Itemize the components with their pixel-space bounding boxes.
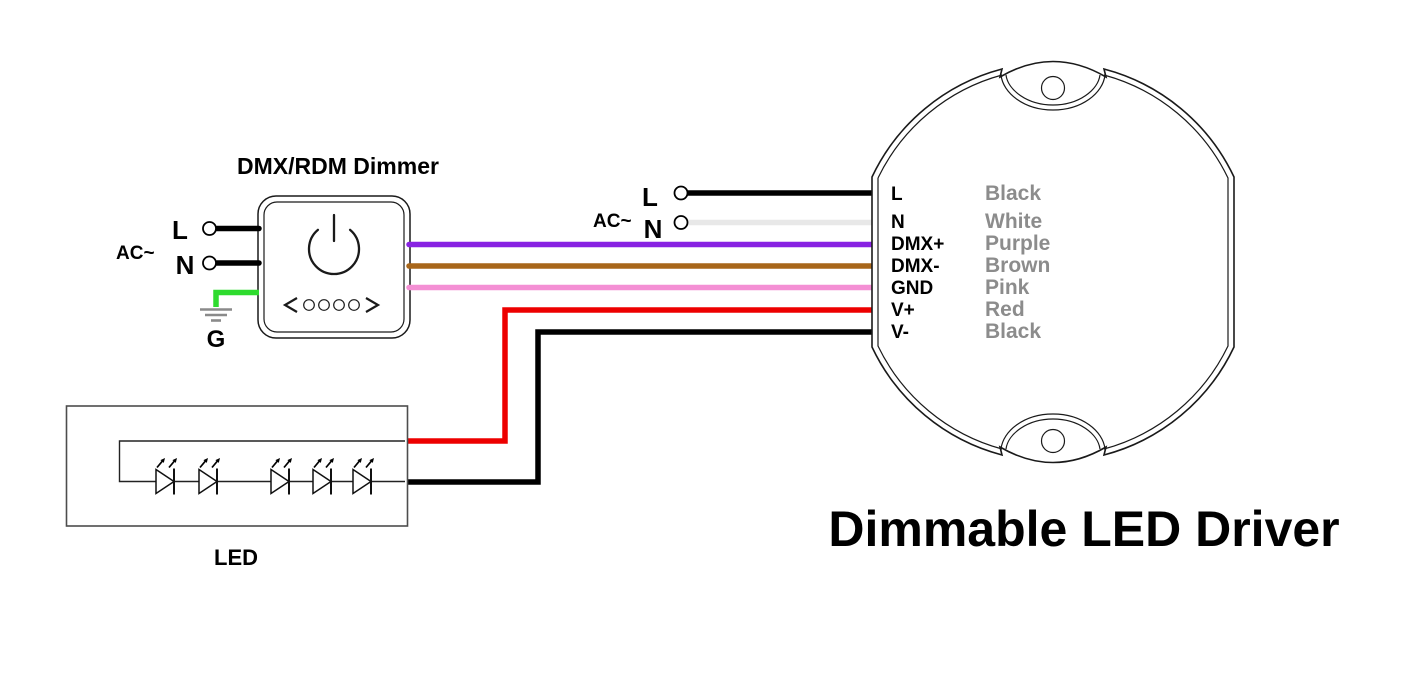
terminal-dmxm-label: DMX- xyxy=(891,256,940,277)
slider-dot xyxy=(333,299,345,311)
ground-symbol-icon xyxy=(200,308,232,322)
wire-color-gnd: Pink xyxy=(985,276,1030,299)
bottom-screw-hole xyxy=(1040,428,1066,454)
ground-wire xyxy=(213,289,259,307)
terminal-dmxp-label: DMX+ xyxy=(891,234,944,255)
dimmer-title: DMX/RDM Dimmer xyxy=(237,153,439,179)
wire-color-vp: Red xyxy=(985,298,1025,321)
wire-color-vm: Black xyxy=(985,320,1041,343)
driver-body-outer xyxy=(871,60,1235,464)
driver-wire-color-names: Black White Purple Brown Pink Red Black xyxy=(985,182,1050,343)
led-diode-icon xyxy=(312,457,335,496)
dimmer-body-inner xyxy=(263,201,405,333)
neutral-terminal xyxy=(202,255,217,271)
v-minus-wire xyxy=(408,329,876,485)
slider-right-arrow-icon xyxy=(365,297,381,313)
top-screw-hole xyxy=(1040,75,1066,101)
wire-color-l: Black xyxy=(985,182,1041,205)
v-plus-wire xyxy=(408,307,876,444)
ac-label: AC~ xyxy=(593,211,632,232)
ac-input-dimmer: AC~ L N xyxy=(116,215,262,280)
terminal-gnd-label: GND xyxy=(891,278,933,299)
wire-color-dmxm: Brown xyxy=(985,254,1050,277)
led-diode-icon xyxy=(270,457,293,496)
line-label: L xyxy=(642,182,658,212)
driver-title: Dimmable LED Driver xyxy=(828,501,1339,557)
ground-label: G xyxy=(207,326,226,353)
top-mounting-tab xyxy=(1000,74,1106,111)
ac-label: AC~ xyxy=(116,243,155,264)
touch-slider xyxy=(282,297,381,313)
live-terminal xyxy=(673,185,689,201)
terminal-vp-label: V+ xyxy=(891,300,915,321)
live-terminal xyxy=(202,221,217,236)
slider-dot xyxy=(318,299,330,311)
dc-output-wires xyxy=(408,307,876,485)
wire-color-dmxp: Purple xyxy=(985,232,1050,255)
led-diode-icon xyxy=(198,457,221,496)
slider-left-arrow-icon xyxy=(282,297,298,313)
driver-terminal-labels: L N DMX+ DMX- GND V+ V- xyxy=(891,184,944,343)
wire-color-n: White xyxy=(985,210,1042,233)
led-module-box xyxy=(65,405,409,527)
neutral-label: N xyxy=(176,250,195,280)
terminal-l-label: L xyxy=(891,184,903,205)
terminal-vm-label: V- xyxy=(891,322,909,343)
line-label: L xyxy=(172,215,188,245)
led-driver: L N DMX+ DMX- GND V+ V- Black White Purp… xyxy=(871,60,1235,464)
neutral-terminal xyxy=(673,215,689,230)
led-strip: LED xyxy=(65,405,409,570)
slider-dot xyxy=(303,299,315,311)
ac-input-driver: AC~ L N xyxy=(593,182,879,244)
slider-dot xyxy=(348,299,360,311)
neutral-label: N xyxy=(644,214,663,244)
terminal-n-label: N xyxy=(891,212,905,233)
dmx-rdm-dimmer: DMX/RDM Dimmer xyxy=(237,153,439,339)
ground-connection: G xyxy=(200,289,259,353)
led-label: LED xyxy=(214,545,258,570)
led-diode-icon xyxy=(352,457,375,496)
dmx-signal-wires xyxy=(406,241,879,291)
bottom-mounting-tab xyxy=(1000,413,1106,454)
driver-body-inner xyxy=(877,74,1229,450)
led-diode-icon xyxy=(155,457,178,496)
power-icon xyxy=(307,213,361,276)
led-internal-wiring xyxy=(118,440,405,483)
